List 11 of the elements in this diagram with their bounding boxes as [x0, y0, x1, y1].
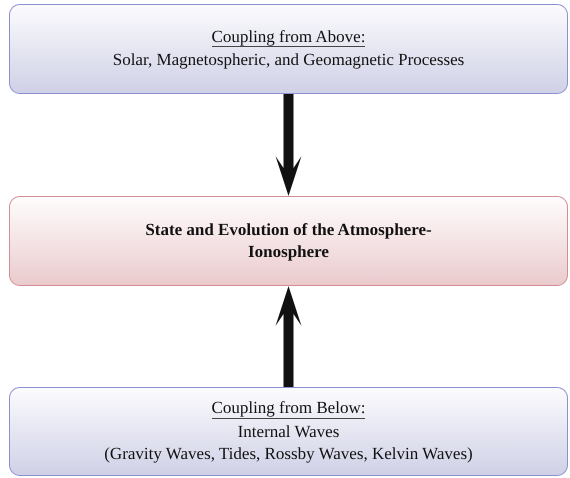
state-box: [9, 196, 568, 286]
heading: Coupling from Below:: [212, 398, 366, 419]
box-text: (Gravity Waves, Tides, Rossby Waves, Kelvin Waves): [104, 442, 473, 465]
heading: Coupling from Above:: [212, 26, 366, 48]
box-text: Solar, Magnetospheric, and Geomagnetic Processes: [112, 49, 464, 72]
box-text: Internal Waves: [238, 420, 340, 443]
arrow: [276, 94, 302, 196]
process-box: [9, 387, 568, 476]
arrow: [276, 286, 302, 387]
box-text: State and Evolution of the Atmosphere-Ionosphere: [144, 218, 433, 263]
process-box: [9, 4, 568, 94]
